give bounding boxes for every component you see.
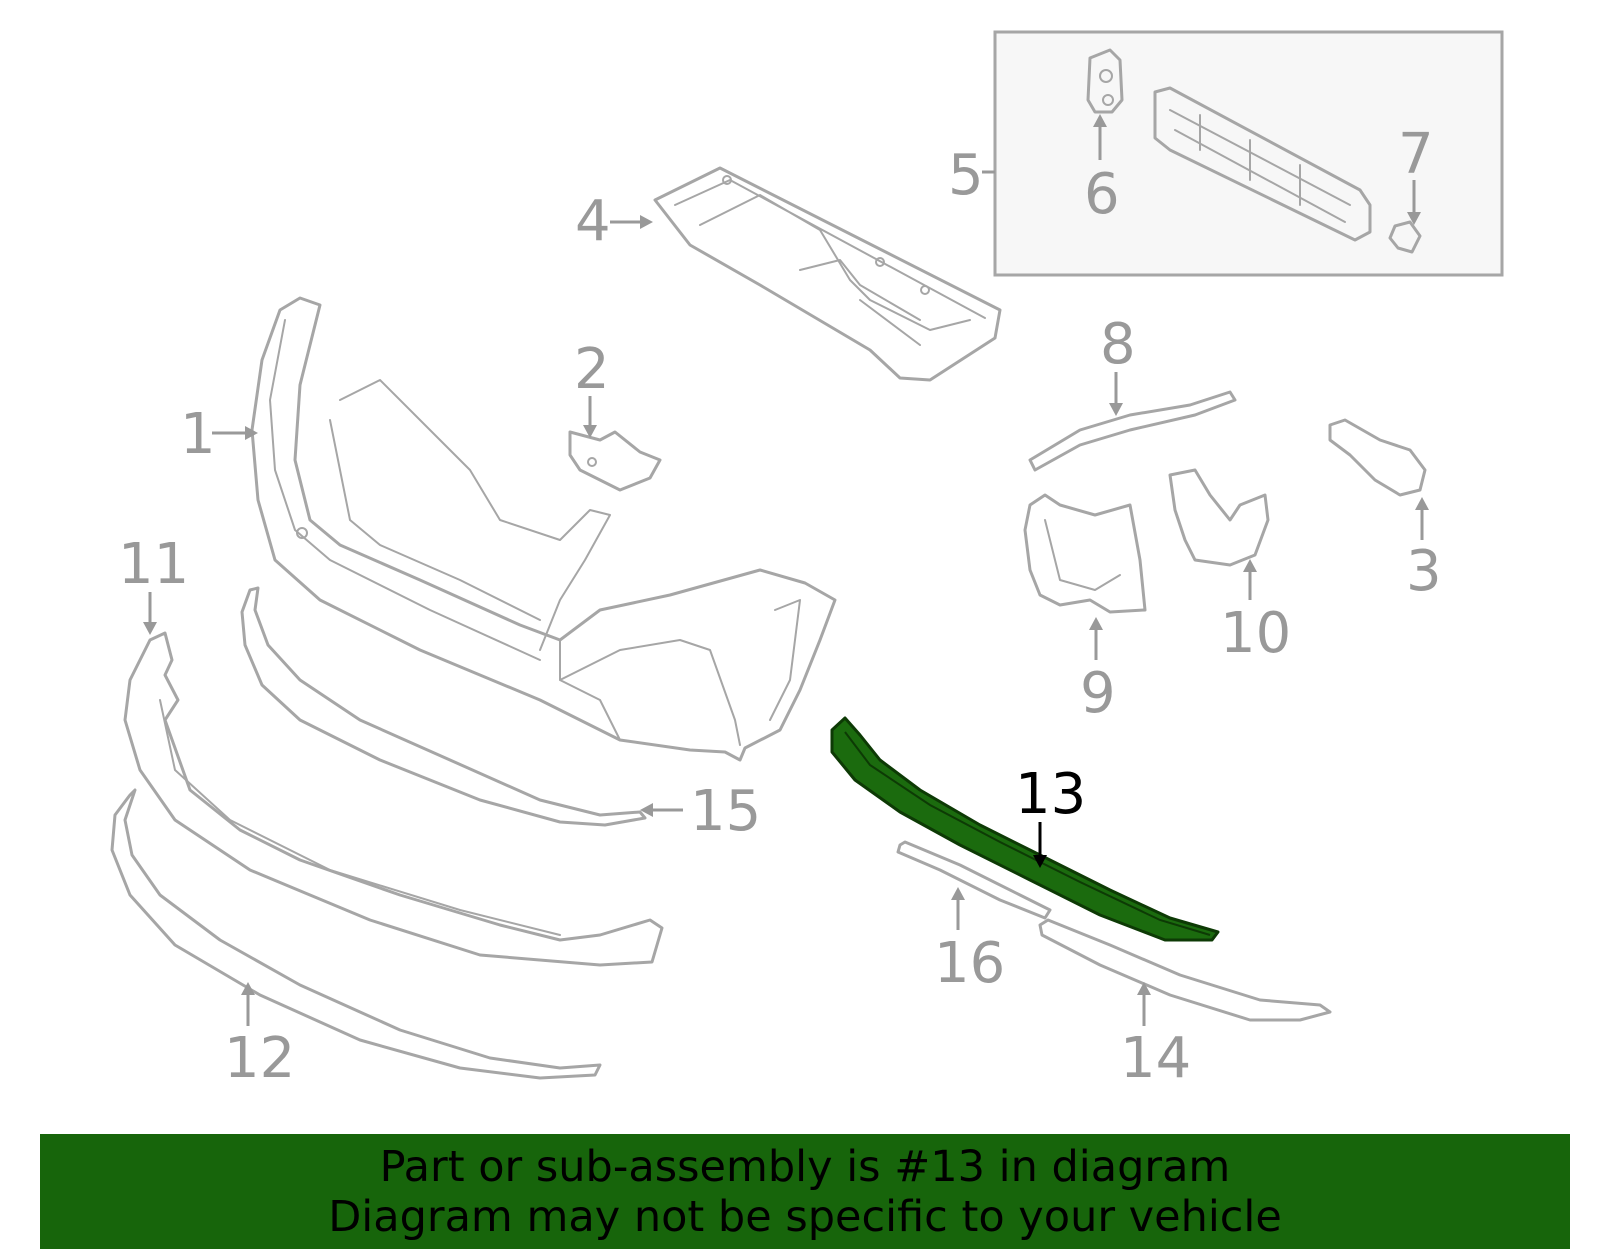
callout-4: 4 [575, 189, 653, 254]
callout-2: 2 [574, 337, 610, 438]
banner-line-1: Part or sub-assembly is #13 in diagram [379, 1141, 1231, 1192]
svg-text:5: 5 [948, 143, 984, 208]
part-9-bracket [1023, 493, 1147, 614]
callout-10: 10 [1220, 559, 1291, 666]
svg-text:3: 3 [1406, 539, 1442, 604]
callout-16: 16 [934, 887, 1005, 996]
callout-9: 9 [1080, 617, 1116, 726]
callout-8: 8 [1100, 312, 1136, 416]
part-8-bracket [1028, 390, 1237, 472]
callout-1: 1 [180, 402, 258, 467]
part-10-bracket [1168, 468, 1270, 567]
callout-7: 7 [1398, 122, 1434, 225]
part-12-skid-strip [110, 788, 602, 1080]
svg-text:6: 6 [1084, 162, 1120, 227]
svg-text:2: 2 [574, 337, 610, 402]
callout-3: 3 [1406, 497, 1442, 604]
parts-diagram: 1 2 3 4 5 6 7 8 9 10 [110, 30, 1504, 1091]
callout-11: 11 [118, 532, 189, 635]
callout-5: 5 [948, 143, 995, 208]
banner-line-2: Diagram may not be specific to your vehi… [328, 1191, 1282, 1242]
svg-text:11: 11 [118, 532, 189, 597]
part-15-trim [240, 586, 647, 827]
svg-text:14: 14 [1120, 1026, 1191, 1091]
part-3-bracket [1328, 418, 1427, 497]
svg-text:7: 7 [1398, 122, 1434, 187]
part-14-trim [1038, 918, 1332, 1022]
part-2-bracket [568, 430, 662, 492]
svg-text:12: 12 [224, 1026, 295, 1091]
svg-text:1: 1 [180, 402, 216, 467]
callout-13: 13 [1015, 762, 1086, 868]
svg-text:16: 16 [934, 931, 1005, 996]
svg-text:9: 9 [1080, 661, 1116, 726]
callout-6: 6 [1084, 114, 1120, 227]
callout-15: 15 [640, 779, 761, 844]
svg-text:13: 13 [1015, 762, 1086, 827]
part-4-radiator-cover [653, 166, 1002, 382]
caption-banner: Part or sub-assembly is #13 in diagram D… [40, 1134, 1570, 1249]
part-11-lower-cover [123, 631, 664, 967]
svg-text:8: 8 [1100, 312, 1136, 377]
part-1-bumper-cover [250, 296, 837, 762]
svg-text:4: 4 [575, 189, 611, 254]
svg-text:15: 15 [690, 779, 761, 844]
part-5-assembly-box [993, 30, 1504, 277]
callout-14: 14 [1120, 982, 1191, 1091]
part-16-trim [896, 840, 1052, 920]
svg-text:10: 10 [1220, 601, 1291, 666]
callout-12: 12 [224, 982, 295, 1091]
part-13-highlighted [830, 716, 1220, 942]
